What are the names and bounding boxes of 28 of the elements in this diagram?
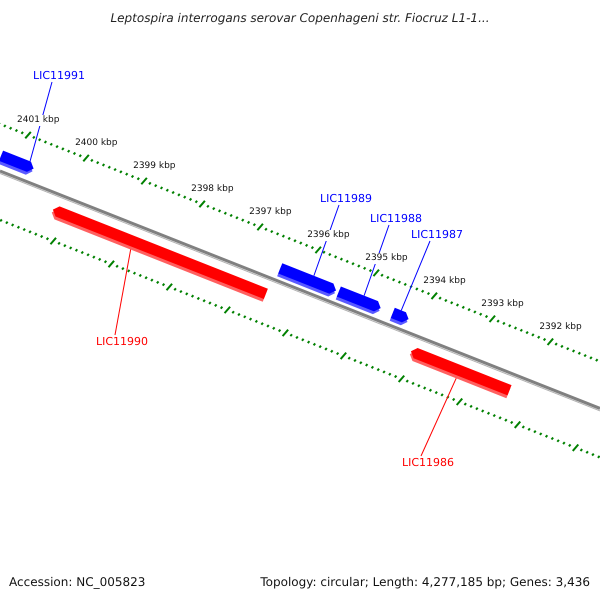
leader-line xyxy=(420,378,457,456)
gene-label: LIC11991 xyxy=(33,69,83,82)
scale-label: 2393 kbp xyxy=(481,298,524,310)
gene-feature xyxy=(277,263,336,297)
scale-label: 2400 kbp xyxy=(75,138,118,150)
gene-feature xyxy=(0,150,34,175)
scale-label: 2401 kbp xyxy=(17,115,60,126)
footer-text: Accession: NC_005823 xyxy=(9,574,146,590)
title: Leptospira interrogans serovar Copenhageni str. Fiocruz L1-1... xyxy=(109,10,491,26)
gene-feature xyxy=(410,348,512,398)
leader-line xyxy=(114,249,132,336)
gene-label: LIC11987 xyxy=(411,228,461,241)
scale-label: 2394 kbp xyxy=(423,276,466,287)
gene-label: LIC11988 xyxy=(370,212,420,225)
footer-text: Topology: circular; Length: 4,277,185 bp; Genes: 3,436 xyxy=(260,574,590,590)
scale-label: 2395 kbp xyxy=(365,252,408,264)
scale-label: 2396 kbp xyxy=(307,230,350,241)
leader-line xyxy=(400,240,430,311)
gene-label: LIC11990 xyxy=(96,335,146,348)
scale-label: 2397 kbp xyxy=(249,206,292,218)
gene-label: LIC11986 xyxy=(402,456,452,469)
gene-feature xyxy=(336,286,381,314)
scale-label: 2392 kbp xyxy=(539,322,582,333)
leader-line xyxy=(313,204,340,276)
scale-label: 2399 kbp xyxy=(133,161,176,172)
scale-label: 2398 kbp xyxy=(191,184,234,195)
gene-feature xyxy=(390,308,409,326)
gene-label: LIC11989 xyxy=(320,192,370,205)
